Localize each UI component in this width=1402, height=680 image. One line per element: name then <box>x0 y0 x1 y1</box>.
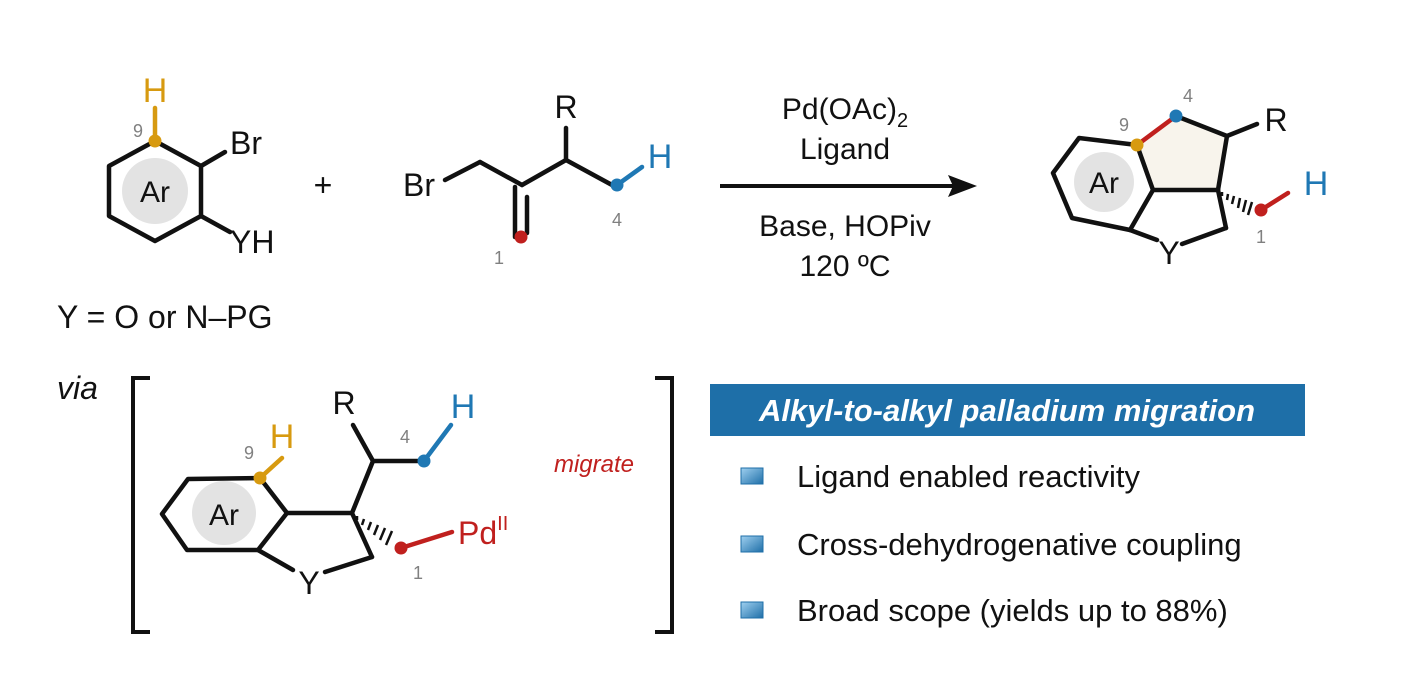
bullet-text-2: Cross-dehydrogenative coupling <box>797 527 1242 562</box>
c1-atom-dot <box>394 541 408 555</box>
h-gold-label: H <box>270 418 295 456</box>
ring-bond-cr-cq <box>1215 133 1230 193</box>
reactant-allyl-bromide: Br R H 4 1 <box>403 89 672 268</box>
c4-atom-dot <box>417 454 431 468</box>
br-label: Br <box>230 125 262 161</box>
locant-9: 9 <box>1119 115 1129 135</box>
cq-ch2-bond <box>1215 187 1229 231</box>
ar-label: Ar <box>209 499 239 532</box>
new-cc-bond <box>1134 113 1179 148</box>
c-yh-bond <box>198 213 233 235</box>
catalyst-subscript: 2 <box>897 110 908 132</box>
c4-h-bond <box>421 422 454 464</box>
ar-label: Ar <box>1089 167 1119 200</box>
new-ring-fill <box>1137 116 1227 190</box>
ar-shade-circle <box>1074 152 1134 212</box>
h-label: H <box>648 138 673 176</box>
y-ar-bond <box>1127 227 1160 243</box>
base-label: Base, HOPiv <box>759 210 931 243</box>
bullet-square-icon <box>740 601 764 619</box>
h-blue-label: H <box>451 388 476 426</box>
cr-r-bond <box>1224 121 1260 139</box>
locant-1: 1 <box>413 563 423 583</box>
c-br-bond <box>198 149 228 169</box>
locant-1: 1 <box>494 248 504 268</box>
y-label: Y <box>1158 235 1179 271</box>
ch-r-bond <box>350 422 376 464</box>
ring-bond-c4-cr <box>1173 113 1230 139</box>
hashed-wedge <box>355 516 394 546</box>
y-label: Y <box>298 565 319 601</box>
h-label: H <box>1304 165 1329 203</box>
reaction-arrow <box>720 175 977 197</box>
c9-atom-dot <box>148 134 162 148</box>
ch2-c-bond <box>477 159 525 188</box>
c-ch-bond <box>519 157 569 188</box>
ch-ch2-bond <box>563 157 615 188</box>
yh-label: YH <box>230 224 274 260</box>
ch2-y-bond <box>1179 225 1229 247</box>
migrate-label: migrate <box>554 451 634 478</box>
temperature-label: 120 ºC <box>799 250 890 283</box>
via-label: via <box>57 370 98 406</box>
bullet-text-3: Broad scope (yields up to 88%) <box>797 593 1228 628</box>
hashed-wedge <box>1220 192 1254 216</box>
feature-banner-title: Alkyl-to-alkyl palladium migration <box>758 393 1255 428</box>
c4-atom-dot <box>1169 109 1183 123</box>
cq-ch2-bond <box>349 510 375 560</box>
c1-pd-bond <box>398 529 455 551</box>
h-label: H <box>143 72 168 110</box>
y-definition: Y = O or N–PG <box>57 299 273 335</box>
feature-banner <box>710 384 1305 436</box>
right-bracket <box>655 376 674 634</box>
y-ar-bond <box>255 547 296 573</box>
ar-shade-circle <box>122 158 188 224</box>
locant-4: 4 <box>612 210 622 230</box>
ar-shade-circle <box>192 481 256 545</box>
bullet-text-1: Ligand enabled reactivity <box>797 459 1140 494</box>
ch2-y-bond <box>322 554 375 575</box>
r-label: R <box>332 385 355 421</box>
br-ch2-bond <box>442 159 483 183</box>
locant-9: 9 <box>244 443 254 463</box>
plus-sign: + <box>314 167 333 203</box>
locant-1: 1 <box>1256 227 1266 247</box>
cq-ch-bond <box>349 458 376 516</box>
c1-atom-dot <box>514 230 528 244</box>
intermediate-structure: Ar 9 H R 4 H Y 1 PdII migrate <box>159 385 634 601</box>
ligand-label: Ligand <box>800 133 890 166</box>
left-bracket <box>131 376 150 634</box>
r-label: R <box>1264 102 1287 138</box>
c9-atom-dot <box>253 471 267 485</box>
catalyst-label: Pd(OAc)2 <box>782 93 908 132</box>
c9-atom-dot <box>1130 138 1144 152</box>
product-structure: Ar 9 4 R H 1 Y <box>1050 86 1329 271</box>
pd-oxidation-state: II <box>497 513 508 535</box>
locant-4: 4 <box>1183 86 1193 106</box>
br-label: Br <box>403 167 435 203</box>
c1-atom-dot <box>1254 203 1268 217</box>
reactant-aryl-bromide: Ar H 9 Br YH <box>106 72 274 260</box>
r-label: R <box>554 89 577 125</box>
pd-label: PdII <box>458 513 508 551</box>
bullet-square-icon <box>740 535 764 553</box>
c4-atom-dot <box>610 178 624 192</box>
locant-4: 4 <box>400 427 410 447</box>
locant-9: 9 <box>133 121 143 141</box>
ar-label: Ar <box>140 176 170 209</box>
bullet-square-icon <box>740 467 764 485</box>
arrow-head <box>948 175 977 197</box>
